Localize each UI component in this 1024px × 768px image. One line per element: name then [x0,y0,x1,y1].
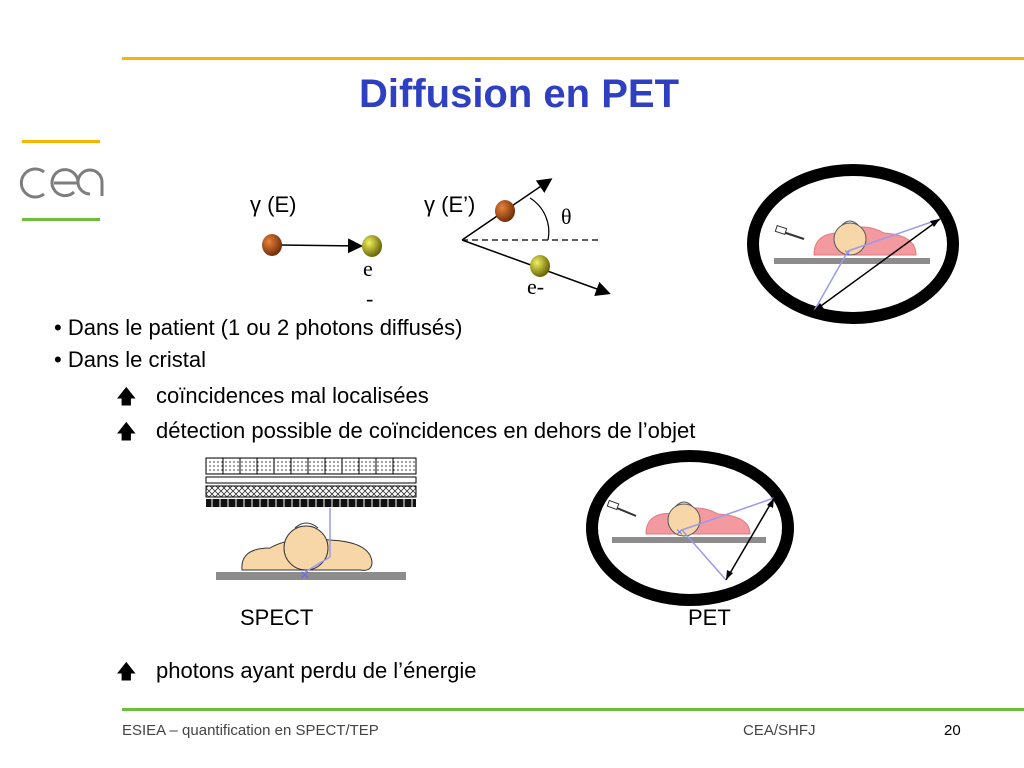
sub-point-mislocalized: 🡅 coïncidences mal localisées [116,383,429,410]
pet-caption: PET [688,605,731,630]
pet-ring-diagram-top: × [747,164,959,324]
scattered-photon-label: γ (E’) [424,192,476,217]
logo-rule-bottom [22,218,100,221]
up-arrow-icon: 🡅 [116,661,137,683]
incident-photon-label: γ (E) [250,192,297,217]
page-title: Diffusion en PET [359,72,679,116]
footer-course: ESIEA – quantification en SPECT/TEP [122,722,379,739]
angle-arc [529,197,550,241]
recoil-electron-sphere [530,255,550,277]
page-number: 20 [944,722,961,739]
pet-ring-diagram-bottom: × [586,450,794,606]
sub-point-text: coïncidences mal localisées [156,383,429,408]
conclusion-text: photons ayant perdu de l’énergie [156,658,477,683]
spect-caption: SPECT [240,605,314,630]
sub-point-text: détection possible de coïncidences en de… [156,418,696,443]
photon-sphere [262,234,282,256]
up-arrow-icon: 🡅 [116,386,137,408]
electron-sphere [362,235,382,257]
cea-logo [19,167,104,199]
incident-photon-arrow [279,238,363,254]
scattered-photon-sphere [495,200,515,222]
spect-diagram: × [205,457,417,584]
recoil-electron-label: e- [527,274,545,299]
electron-label-minus: - [366,286,374,311]
compton-diagram [262,178,611,296]
conclusion-point: 🡅 photons ayant perdu de l’énergie [116,658,476,685]
electron-label: e [363,256,373,281]
footer-rule [122,708,1024,711]
svg-text:×: × [300,567,309,584]
sub-point-outside-object: 🡅 détection possible de coïncidences en d… [116,418,695,445]
up-arrow-icon: 🡅 [116,421,137,443]
scatter-angle-label: θ [561,204,572,229]
svg-text:×: × [676,525,683,539]
header-rule [122,57,1024,60]
bullet-crystal: • Dans le cristal [54,347,206,372]
logo-rule-top [22,140,100,143]
bullet-patient: • Dans le patient (1 ou 2 photons diffus… [54,315,463,340]
footer-org: CEA/SHFJ [743,722,816,739]
